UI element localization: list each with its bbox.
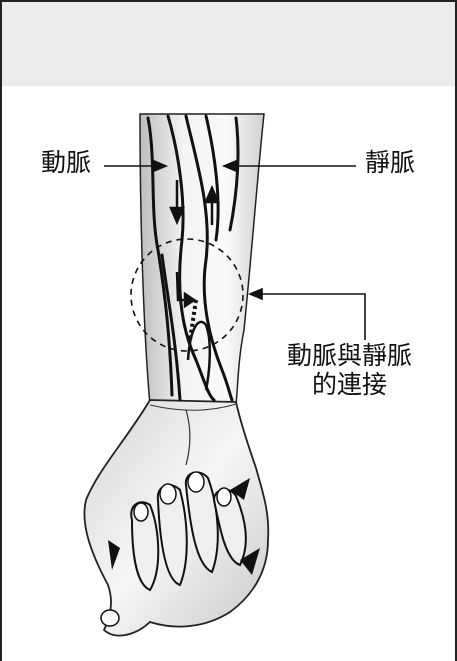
label-connection-line1: 動脈與靜脈: [287, 342, 412, 371]
label-connection: 動脈與靜脈 的連接: [287, 342, 412, 400]
label-artery: 動脈: [41, 149, 91, 178]
label-connection-line2: 的連接: [287, 371, 412, 400]
label-vein: 靜脈: [365, 149, 415, 178]
